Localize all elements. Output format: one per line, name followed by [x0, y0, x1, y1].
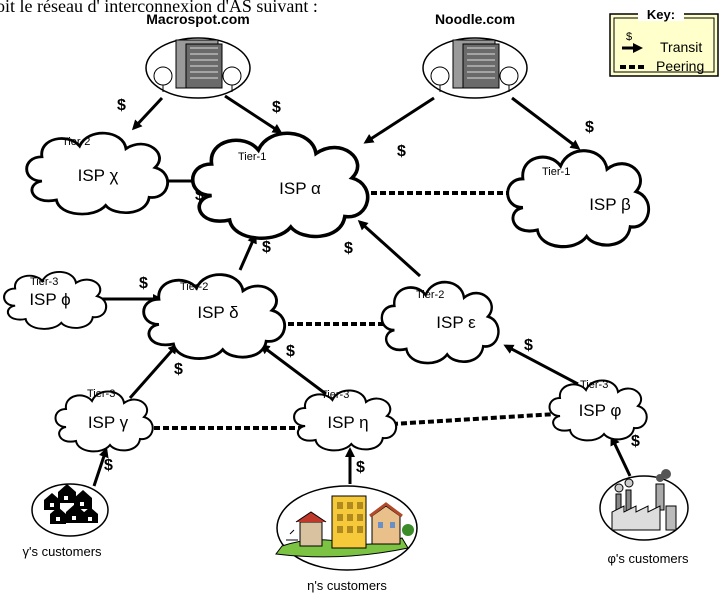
legend-transit-symbol: $ — [626, 31, 632, 43]
isp-tier-label: Tier-2 — [416, 289, 444, 301]
dollar-label: $ — [397, 143, 406, 160]
isp-tier-label: Tier-2 — [62, 136, 90, 148]
legend-key: Key: $ Transit Peering — [609, 7, 719, 77]
city-icon-eta-customers — [275, 485, 418, 571]
isp-name: ISP ϕ — [29, 290, 70, 309]
dollar-label: $ — [272, 99, 281, 116]
transit-gamma-delta — [128, 343, 178, 399]
isp-name: ISP ε — [436, 313, 476, 332]
houses-icon-gamma-customers — [31, 483, 109, 537]
isp-cloud-alpha: Tier-1 ISP α — [190, 131, 370, 241]
isp-cloud-gamma: Tier-3 ISP γ — [54, 388, 154, 453]
dollar-label: $ — [262, 239, 271, 256]
isp-name: ISP δ — [197, 303, 238, 322]
dollar-label: $ — [585, 119, 594, 136]
isp-tier-label: Tier-1 — [542, 166, 570, 178]
isp-cloud-chi: Tier-2 ISP χ — [25, 131, 170, 216]
legend-transit-label: Transit — [660, 39, 702, 55]
dollar-label: $ — [524, 337, 533, 354]
transit-delta-alpha — [238, 233, 257, 271]
dollar-label: $ — [344, 240, 353, 257]
isp-cloud-varphi: Tier-3 ISP φ — [548, 379, 648, 442]
isp-tier-label: Tier-3 — [321, 389, 349, 401]
isp-tier-label: Tier-3 — [580, 379, 608, 391]
legend-title: Key: — [647, 7, 675, 22]
isp-name: ISP α — [279, 179, 321, 198]
customers-label-gamma: γ's customers — [22, 544, 102, 559]
isp-tier-label: Tier-2 — [180, 281, 208, 293]
customers-label-eta: η's customers — [307, 578, 387, 593]
transit-gammacust-gamma — [92, 447, 109, 487]
isp-cloud-phi: Tier-3 ISP ϕ — [3, 270, 108, 330]
transit-macrospot-alpha — [224, 94, 283, 134]
company-label-macrospot: Macrospot.com — [146, 11, 249, 27]
dollar-label: $ — [174, 361, 183, 378]
company-label-noodle: Noodle.com — [435, 11, 515, 27]
isp-cloud-delta: Tier-2 ISP δ — [142, 273, 287, 361]
dollar-label: $ — [104, 457, 113, 474]
isp-name: ISP β — [589, 195, 631, 214]
isp-name: ISP η — [327, 413, 368, 432]
header-text: oit le réseau d' interconnexion d'AS sui… — [0, 0, 318, 16]
isp-tier-label: Tier-1 — [238, 151, 266, 163]
dollar-label: $ — [139, 275, 148, 292]
isp-cloud-beta: Tier-1 ISP β — [506, 149, 651, 249]
dollar-labels: $ $ $ $ $ $ $ $ $ $ $ $ $ $ — [104, 97, 640, 476]
isp-tier-label: Tier-3 — [87, 388, 115, 400]
peering-eta-varphi — [391, 412, 557, 426]
dollar-label: $ — [117, 97, 126, 114]
isp-name: ISP γ — [88, 413, 129, 432]
isp-tier-label: Tier-3 — [30, 276, 58, 288]
building-icon-noodle — [422, 37, 528, 99]
transit-varphicust-varphi — [610, 435, 632, 477]
transit-noodle-beta — [511, 96, 581, 150]
dollar-label: $ — [286, 343, 295, 360]
customers-label-varphi: φ's customers — [608, 551, 689, 566]
isp-name: ISP χ — [78, 166, 119, 185]
dollar-label: $ — [356, 459, 365, 476]
transit-eta-delta — [259, 344, 327, 396]
transit-noodle-alpha — [363, 96, 435, 144]
transit-macrospot-chi — [131, 96, 164, 131]
transit-varphi-epsilon — [503, 344, 579, 386]
factory-icon-varphi-customers — [599, 469, 689, 541]
building-icon-macrospot — [145, 37, 251, 99]
legend-peering-label: Peering — [656, 58, 704, 74]
isp-name: ISP φ — [579, 401, 622, 420]
dollar-label: $ — [195, 187, 204, 204]
transit-epsilon-alpha — [357, 219, 422, 278]
isp-cloud-eta: Tier-3 ISP η — [293, 389, 398, 452]
dollar-label: $ — [631, 433, 640, 450]
isp-cloud-epsilon: Tier-2 ISP ε — [380, 280, 500, 365]
